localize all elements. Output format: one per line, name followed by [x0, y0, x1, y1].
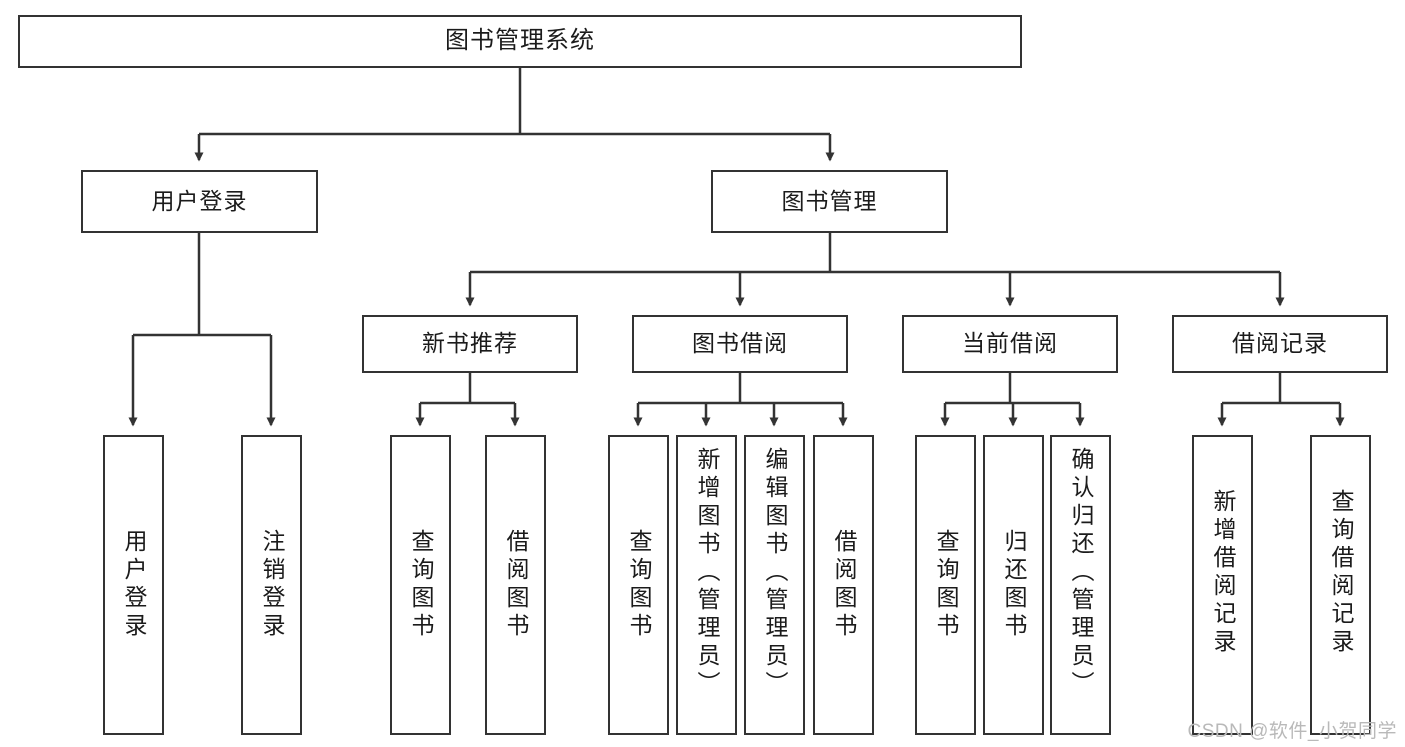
- node-label: 新书推荐: [422, 330, 518, 357]
- node-label: 确认归还（管理员）: [1068, 447, 1094, 699]
- node-label: 借阅记录: [1232, 330, 1328, 357]
- node-label: 图书管理: [781, 187, 878, 214]
- node-label: 编辑图书（管理员）: [762, 447, 788, 699]
- node-label: 查询图书: [408, 529, 434, 641]
- node-label: 查询借阅记录: [1328, 489, 1354, 657]
- node-label: 用户登录: [121, 529, 147, 641]
- node-label: 新增图书（管理员）: [694, 447, 720, 699]
- node-label: 图书管理系统: [445, 27, 595, 55]
- node-label: 新增借阅记录: [1210, 489, 1236, 657]
- node-root-book-management-system[interactable]: 图书管理系统: [18, 15, 1022, 68]
- node-book-management[interactable]: 图书管理: [711, 170, 948, 233]
- leaf-logout[interactable]: 注销登录: [241, 435, 302, 735]
- leaf-edit-book-admin[interactable]: 编辑图书（管理员）: [744, 435, 805, 735]
- leaf-return-book[interactable]: 归还图书: [983, 435, 1044, 735]
- leaf-add-book-admin[interactable]: 新增图书（管理员）: [676, 435, 737, 735]
- leaf-query-borrow-record[interactable]: 查询借阅记录: [1310, 435, 1371, 735]
- leaf-add-borrow-record[interactable]: 新增借阅记录: [1192, 435, 1253, 735]
- node-label: 图书借阅: [692, 330, 788, 357]
- leaf-borrow-book-borrowing[interactable]: 借阅图书: [813, 435, 874, 735]
- node-label: 当前借阅: [962, 330, 1058, 357]
- node-new-book-recommend[interactable]: 新书推荐: [362, 315, 578, 373]
- leaf-query-book-newbook[interactable]: 查询图书: [390, 435, 451, 735]
- node-label: 注销登录: [259, 529, 285, 641]
- node-label: 借阅图书: [503, 529, 529, 641]
- node-label: 归还图书: [1001, 529, 1027, 641]
- node-label: 用户登录: [151, 187, 248, 214]
- node-label: 查询图书: [933, 529, 959, 641]
- node-borrow-records[interactable]: 借阅记录: [1172, 315, 1388, 373]
- leaf-user-login[interactable]: 用户登录: [103, 435, 164, 735]
- node-user-login[interactable]: 用户登录: [81, 170, 318, 233]
- leaf-query-book-current[interactable]: 查询图书: [915, 435, 976, 735]
- node-book-borrowing[interactable]: 图书借阅: [632, 315, 848, 373]
- node-label: 借阅图书: [831, 529, 857, 641]
- leaf-confirm-return-admin[interactable]: 确认归还（管理员）: [1050, 435, 1111, 735]
- leaf-query-book-borrowing[interactable]: 查询图书: [608, 435, 669, 735]
- node-current-borrowing[interactable]: 当前借阅: [902, 315, 1118, 373]
- csdn-watermark: CSDN @软件_小贺同学: [1187, 721, 1397, 742]
- leaf-borrow-book-newbook[interactable]: 借阅图书: [485, 435, 546, 735]
- node-label: 查询图书: [626, 529, 652, 641]
